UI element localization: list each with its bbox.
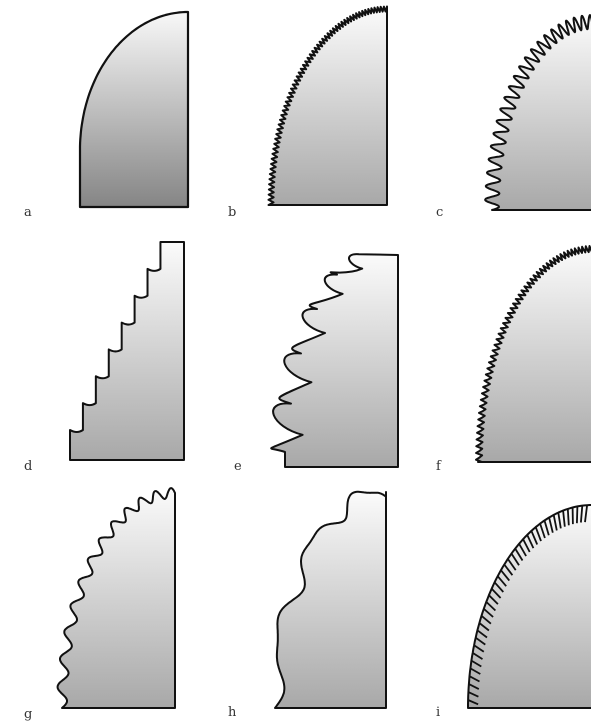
specimen-d bbox=[70, 242, 184, 460]
panel-label-d: d bbox=[24, 459, 32, 474]
panel-label-b: b bbox=[228, 205, 236, 220]
bristle bbox=[568, 509, 569, 525]
panel-label-g: g bbox=[24, 707, 32, 722]
specimen-g bbox=[58, 488, 175, 708]
panel-label-c: c bbox=[436, 205, 443, 220]
specimen-a bbox=[80, 12, 188, 207]
panel-label-a: a bbox=[24, 205, 32, 220]
panel-label-i: i bbox=[436, 705, 440, 720]
specimen-b bbox=[269, 7, 388, 206]
specimen-f bbox=[476, 246, 591, 462]
panel-label-e: e bbox=[234, 459, 242, 474]
specimen-c bbox=[485, 15, 591, 210]
specimen-e bbox=[271, 254, 398, 467]
panel-label-f: f bbox=[436, 459, 441, 474]
bristle bbox=[577, 506, 578, 523]
specimen-i bbox=[468, 505, 591, 708]
panel-label-h: h bbox=[228, 705, 236, 720]
specimen-h bbox=[275, 492, 386, 708]
